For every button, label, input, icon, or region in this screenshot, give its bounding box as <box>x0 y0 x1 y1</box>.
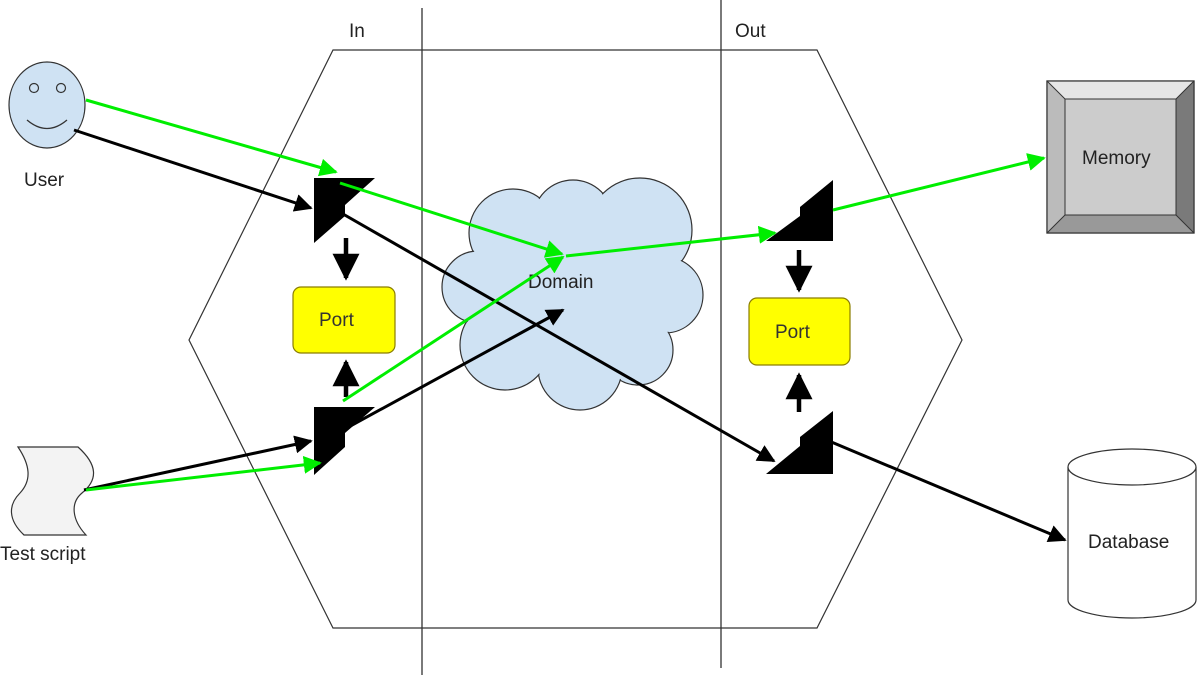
script-to-adapter-black-arrow <box>83 435 313 492</box>
user-label: User <box>24 170 65 191</box>
user-adapter-shape <box>314 178 375 243</box>
user-to-adapter-black-arrow <box>73 128 313 212</box>
hexagon-boundary <box>188 49 963 629</box>
database-store: Database <box>1067 448 1197 619</box>
user-to-adapter-green-arrow <box>85 98 338 177</box>
left-port-label: Port <box>319 310 355 331</box>
left-port: Port <box>292 286 396 354</box>
memory-adapter-shape <box>766 180 833 241</box>
memory-label: Memory <box>1082 148 1151 169</box>
database-adapter-shape <box>766 411 833 474</box>
domain-to-memory-adapter-green-arrow <box>565 225 777 258</box>
test-script-label: Test script <box>0 544 86 565</box>
user-flow-to-database-adapter-black-arrow <box>342 212 776 463</box>
domain-cloud: Domain <box>441 177 704 411</box>
test-adapter-to-domain-black-arrow <box>342 308 565 432</box>
memory-store: Memory <box>1046 80 1195 234</box>
out-zone-label: Out <box>735 21 766 42</box>
user-actor: User <box>8 61 86 191</box>
right-port: Port <box>748 297 851 366</box>
script-scroll-icon <box>10 446 95 536</box>
script-to-adapter-green-arrow <box>85 455 322 492</box>
user-face-icon <box>8 61 86 149</box>
right-port-label: Port <box>775 322 811 343</box>
test-adapter-shape <box>314 407 375 475</box>
user-adapter-to-domain-green-arrow <box>339 181 564 258</box>
memory-adapter-to-memory-green-arrow <box>832 153 1046 212</box>
database-adapter-to-database-black-arrow <box>828 439 1067 543</box>
domain-label: Domain <box>528 272 593 293</box>
in-zone-label: In <box>349 21 365 42</box>
test-script-actor: Test script <box>0 446 95 565</box>
database-label: Database <box>1088 532 1169 553</box>
test-adapter-to-domain-green-arrow <box>342 255 565 403</box>
